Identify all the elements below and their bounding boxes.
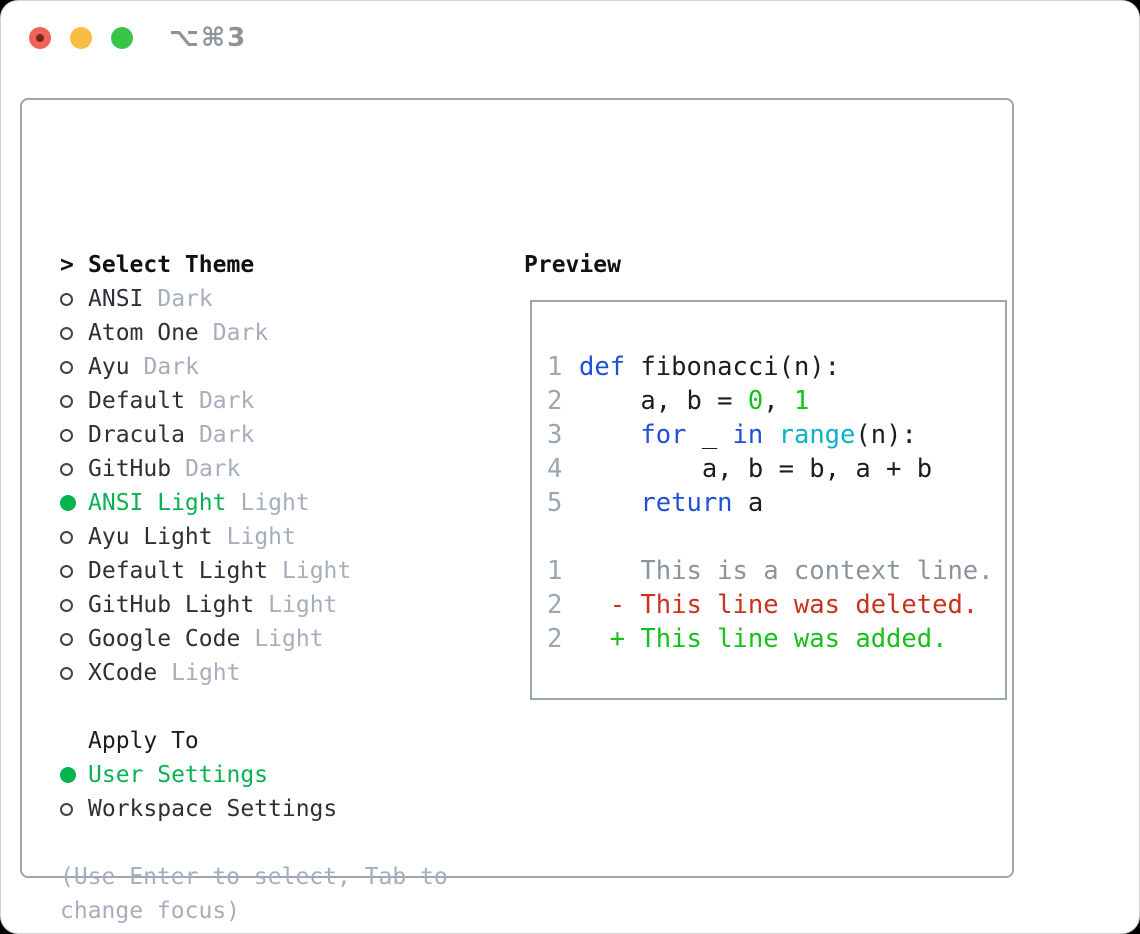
theme-item-github-light[interactable]: GitHub Light Light (60, 588, 500, 622)
apply-to-title: Apply To (88, 728, 199, 754)
theme-item-atom-one[interactable]: Atom One Dark (60, 316, 500, 350)
radio-unselected-icon (60, 292, 88, 306)
variant-badge: Dark (185, 456, 241, 482)
radio-unselected-icon (60, 530, 88, 544)
theme-item-xcode[interactable]: XCode Light (60, 656, 500, 690)
spacer (60, 690, 500, 724)
item-label: Default (88, 388, 185, 414)
apply-to-header: Apply To (60, 724, 500, 758)
line-number: 1 (547, 352, 563, 382)
item-label: Google Code (88, 626, 241, 652)
apply-option-workspace-settings[interactable]: Workspace Settings (60, 792, 500, 826)
radio-unselected-icon (60, 632, 88, 646)
item-label: ANSI Light (88, 490, 227, 516)
item-label: GitHub (88, 456, 172, 482)
item-label: Default Light (88, 558, 269, 584)
diff-line-context: 1 This is a context line. (547, 556, 994, 586)
radio-unselected-icon (60, 360, 88, 374)
theme-item-dracula[interactable]: Dracula Dark (60, 418, 500, 452)
theme-item-ansi-light[interactable]: ANSI Light Light (60, 486, 500, 520)
radio-unselected-icon (60, 802, 88, 816)
variant-badge: Light (268, 592, 338, 618)
item-label: Dracula (88, 422, 185, 448)
select-theme-header: > Select Theme (60, 248, 500, 282)
theme-item-google-code[interactable]: Google Code Light (60, 622, 500, 656)
variant-badge: Dark (198, 388, 255, 414)
line-number: 1 (547, 556, 563, 586)
variant-badge: Light (171, 660, 241, 686)
diff-line-added: 2 + This line was added. (547, 624, 948, 654)
code-line-3: 3 for _ in range(n): (547, 420, 917, 450)
help-text-line-1: (Use Enter to select, Tab to (60, 864, 448, 890)
theme-item-ayu-light[interactable]: Ayu Light Light (60, 520, 500, 554)
window-shortcut-label: ⌥⌘3 (169, 23, 248, 53)
close-button[interactable] (29, 27, 51, 49)
theme-item-ayu[interactable]: Ayu Dark (60, 350, 500, 384)
line-number: 4 (547, 454, 563, 484)
prompt-chevron-icon: > (60, 252, 74, 278)
item-label: Ayu (88, 354, 130, 380)
variant-badge: Dark (143, 354, 199, 380)
radio-unselected-icon (60, 598, 88, 612)
apply-option-user-settings[interactable]: User Settings (60, 758, 500, 792)
line-number: 5 (547, 488, 563, 518)
item-label: Workspace Settings (88, 796, 338, 822)
item-label: GitHub Light (88, 592, 255, 618)
zoom-button[interactable] (111, 27, 133, 49)
titlebar: ⌥⌘3 (1, 1, 1139, 77)
radio-unselected-icon (60, 462, 88, 476)
radio-selected-icon (60, 767, 88, 783)
theme-item-default[interactable]: Default Dark (60, 384, 500, 418)
code-line-4: 4 a, b = b, a + b (547, 454, 933, 484)
minimize-button[interactable] (70, 27, 92, 49)
help-text-line-2: change focus) (60, 898, 241, 924)
variant-badge: Dark (198, 422, 255, 448)
line-number: 2 (547, 590, 563, 620)
item-label: User Settings (88, 762, 269, 788)
item-label: ANSI (88, 286, 144, 312)
item-label: Atom One (88, 320, 199, 346)
blank-line (547, 520, 994, 554)
theme-item-default-light[interactable]: Default Light Light (60, 554, 500, 588)
radio-unselected-icon (60, 666, 88, 680)
line-number: 2 (547, 386, 563, 416)
variant-badge: Light (240, 490, 310, 516)
variant-badge: Dark (212, 320, 269, 346)
code-line-2: 2 a, b = 0, 1 (547, 386, 810, 416)
radio-selected-icon (60, 495, 88, 511)
radio-unselected-icon (60, 428, 88, 442)
radio-unselected-icon (60, 564, 88, 578)
item-label: Ayu Light (88, 524, 213, 550)
item-label: XCode (88, 660, 158, 686)
variant-badge: Light (254, 626, 324, 652)
select-theme-title: Select Theme (88, 252, 255, 278)
theme-item-github[interactable]: GitHub Dark (60, 452, 500, 486)
radio-unselected-icon (60, 326, 88, 340)
line-number: 3 (547, 420, 563, 450)
code-line-5: 5 return a (547, 488, 764, 518)
diff-line-deleted: 2 - This line was deleted. (547, 590, 979, 620)
variant-badge: Dark (157, 286, 213, 312)
variant-badge: Light (282, 558, 352, 584)
variant-badge: Light (226, 524, 296, 550)
radio-unselected-icon (60, 394, 88, 408)
spacer (60, 826, 500, 860)
theme-item-ansi[interactable]: ANSI Dark (60, 282, 500, 316)
line-number: 2 (547, 624, 563, 654)
preview-title: Preview (524, 252, 621, 278)
